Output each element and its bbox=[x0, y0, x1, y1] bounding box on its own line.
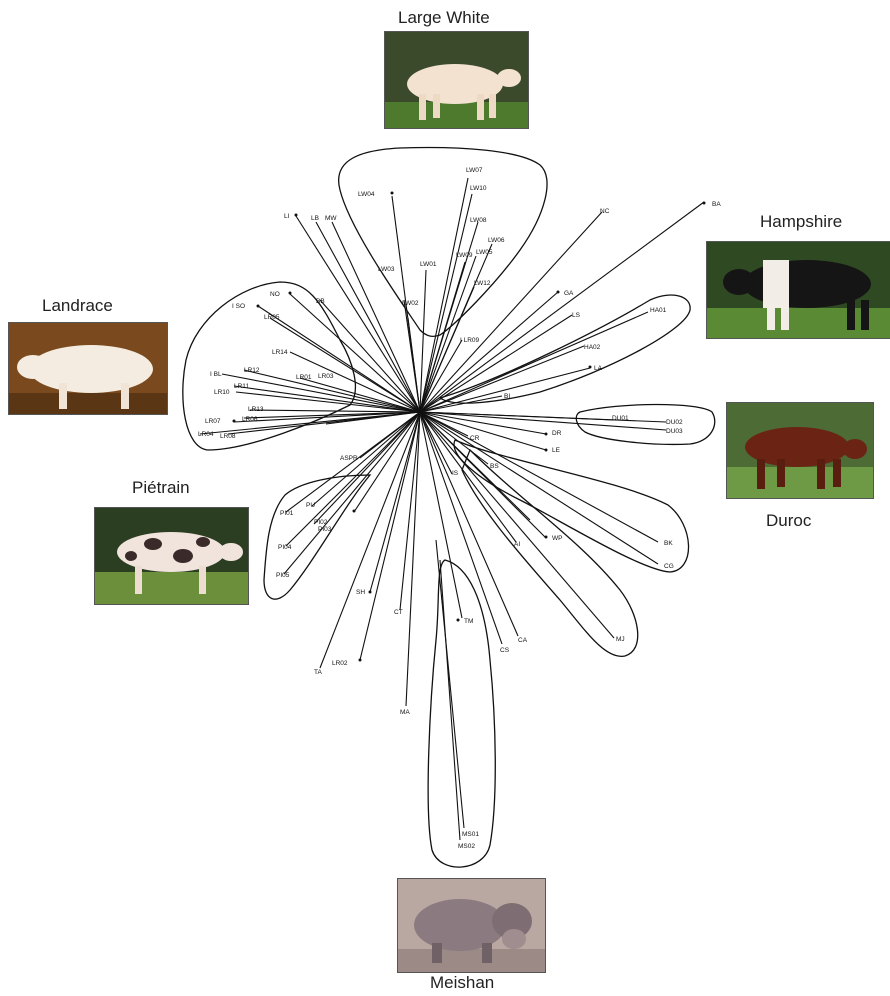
leaf-label: LE bbox=[552, 447, 561, 454]
leaf-label: MJ bbox=[616, 636, 625, 643]
leaf-label: CR bbox=[470, 435, 480, 442]
leaf-label: LR13 bbox=[248, 406, 264, 413]
leaf-label: HA02 bbox=[584, 344, 601, 351]
leaf-label: DU02 bbox=[666, 419, 683, 426]
cluster-meishan bbox=[428, 560, 495, 867]
leaf-label: LW04 bbox=[358, 191, 375, 198]
leaf-label: LW12 bbox=[474, 280, 491, 287]
leaf-label: PI03 bbox=[318, 526, 332, 533]
leaf-label: LR07 bbox=[205, 418, 221, 425]
leaf-label: LW02 bbox=[402, 300, 419, 307]
leaf-label: LR01 bbox=[296, 374, 312, 381]
leaf-label: CG bbox=[664, 563, 674, 570]
leaf-label: HA01 bbox=[650, 307, 667, 314]
leaf-label: LR06 bbox=[242, 416, 258, 423]
leaf-label: NO bbox=[270, 291, 280, 298]
leaf-label: LB bbox=[311, 215, 319, 222]
leaf-label: LA bbox=[594, 365, 603, 372]
leaf-label: DR bbox=[552, 430, 562, 437]
leaf-label: MS01 bbox=[462, 831, 479, 838]
leaf-label: TA bbox=[314, 669, 322, 676]
leaf-label: LW05 bbox=[476, 249, 493, 256]
leaf-label: PI01 bbox=[280, 510, 294, 517]
leaf-label: LR14 bbox=[272, 349, 288, 356]
leaf-label: MW bbox=[325, 215, 337, 222]
leaf-label: ASPR bbox=[340, 455, 358, 462]
leaf-label: BI bbox=[504, 393, 510, 400]
leaf-label: MS02 bbox=[458, 843, 475, 850]
leaf-label: BK bbox=[664, 540, 673, 547]
leaf-label: LR10 bbox=[214, 389, 230, 396]
leaf-label: NC bbox=[600, 208, 610, 215]
leaf-label: LR04 bbox=[198, 431, 214, 438]
leaf-label: MA bbox=[400, 709, 410, 716]
leaf-label: DU03 bbox=[666, 428, 683, 435]
leaf-label: I LR09 bbox=[460, 337, 480, 344]
leaf-label: LW09 bbox=[456, 252, 473, 259]
leaf-label: LW06 bbox=[488, 237, 505, 244]
leaf-label: PI02 bbox=[314, 519, 328, 526]
leaf-label: DU01 bbox=[612, 415, 629, 422]
leaf-label: TM bbox=[464, 618, 473, 625]
leaf-label: PI05 bbox=[276, 572, 290, 579]
leaf-label: LW07 bbox=[466, 167, 483, 174]
leaf-label: LR03 bbox=[318, 373, 334, 380]
leaf-label: IS bbox=[452, 470, 459, 477]
leaf-label: AI bbox=[514, 541, 520, 548]
leaf-label: BA bbox=[712, 201, 721, 208]
leaf-label: LR02 bbox=[332, 660, 348, 667]
leaf-label: LS bbox=[572, 312, 581, 319]
leaf-label: LR12 bbox=[244, 367, 260, 374]
leaf-label: LW10 bbox=[470, 185, 487, 192]
leaf-label: BS bbox=[490, 463, 499, 470]
leaf-label: WP bbox=[552, 535, 562, 542]
leaf-label: LR05 bbox=[264, 314, 280, 321]
leaf-label: LR11 bbox=[234, 383, 249, 390]
leaf-label: GA bbox=[564, 290, 574, 297]
leaf-label: BB bbox=[316, 298, 325, 305]
branches bbox=[200, 178, 704, 840]
leaf-label: LW01 bbox=[420, 261, 437, 268]
leaf-label: I BL bbox=[210, 371, 222, 378]
leaf-label: PU bbox=[306, 502, 315, 509]
leaf-label: CS bbox=[500, 647, 510, 654]
leaf-label: CT bbox=[394, 609, 403, 616]
leaf-label: LW08 bbox=[470, 217, 487, 224]
leaf-label: LR08 bbox=[220, 433, 236, 440]
leaf-label: LW03 bbox=[378, 266, 395, 273]
leaf-label: PI04 bbox=[278, 544, 292, 551]
leaf-label: LI bbox=[284, 213, 290, 220]
leaf-label: SH bbox=[356, 589, 365, 596]
leaf-label: I SO bbox=[232, 303, 245, 310]
cluster-large-white bbox=[339, 148, 547, 337]
leaf-label: CA bbox=[518, 637, 528, 644]
